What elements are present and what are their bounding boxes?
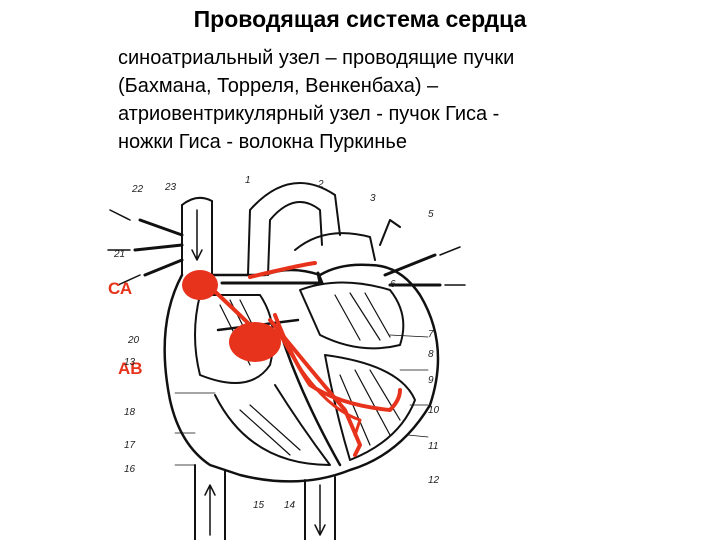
- node-labels: СА АВ: [108, 279, 143, 378]
- description: синоатриальный узел – проводящие пучки (…: [118, 44, 678, 156]
- heart-outline: [163, 263, 440, 483]
- right-bundle-branch: [273, 313, 402, 412]
- descending-aorta: [304, 476, 336, 540]
- number-7: 7: [428, 329, 434, 340]
- number-11: 11: [428, 441, 438, 452]
- av-node-label: АВ: [118, 359, 143, 378]
- number-3: 3: [370, 193, 376, 204]
- description-line-2: (Бахмана, Торреля, Венкенбаха) –: [118, 75, 439, 97]
- reference-numbers: 22 23 1 2 3 5 6 7 8 9 10 11 12 14 15 16 …: [113, 175, 440, 511]
- sa-node-label: СА: [108, 279, 132, 298]
- number-22: 22: [131, 184, 144, 195]
- right-ventricle: [214, 384, 331, 466]
- number-10: 10: [428, 405, 440, 416]
- number-2: 2: [317, 179, 324, 190]
- av-node: [229, 322, 281, 362]
- slide-title: Проводящая система сердца: [193, 6, 527, 32]
- number-18: 18: [124, 407, 136, 418]
- number-20: 20: [127, 335, 140, 346]
- number-14: 14: [284, 500, 296, 511]
- number-1: 1: [245, 175, 251, 186]
- number-23: 23: [164, 182, 177, 193]
- left-atrium: [299, 281, 405, 350]
- description-line-1: синоатриальный узел – проводящие пучки: [118, 47, 515, 69]
- heart-drawing: [107, 182, 466, 540]
- aortic-arch: [247, 182, 341, 276]
- sa-node: [182, 270, 218, 300]
- internodal-pathway-1: [248, 261, 317, 279]
- description-line-3: атриовентрикулярный узел - пучок Гиса -: [118, 103, 500, 125]
- number-12: 12: [428, 475, 440, 486]
- number-8: 8: [428, 349, 434, 360]
- number-13: 13: [124, 357, 136, 368]
- number-21: 21: [113, 249, 125, 260]
- description-line-4: ножки Гиса - волокна Пуркинье: [118, 131, 407, 153]
- heart-diagram-svg: СА АВ 22 23 1 2 3 5 6 7 8 9 10 11 12 14 …: [107, 175, 466, 540]
- bachmann-bundle: [220, 271, 324, 285]
- conduction-nodes: [182, 270, 281, 362]
- number-6: 6: [390, 279, 396, 290]
- number-9: 9: [428, 375, 434, 386]
- pulmonary-trunk: [294, 232, 376, 261]
- number-5: 5: [428, 209, 434, 220]
- superior-vena-cava: [181, 200, 213, 276]
- purkinje-fibers: [273, 323, 362, 437]
- number-16: 16: [124, 464, 136, 475]
- number-15: 15: [253, 500, 265, 511]
- number-17: 17: [124, 440, 136, 451]
- heart-diagram: СА АВ 22 23 1 2 3 5 6 7 8 9 10 11 12 14 …: [100, 165, 480, 540]
- inferior-vena-cava: [194, 464, 226, 540]
